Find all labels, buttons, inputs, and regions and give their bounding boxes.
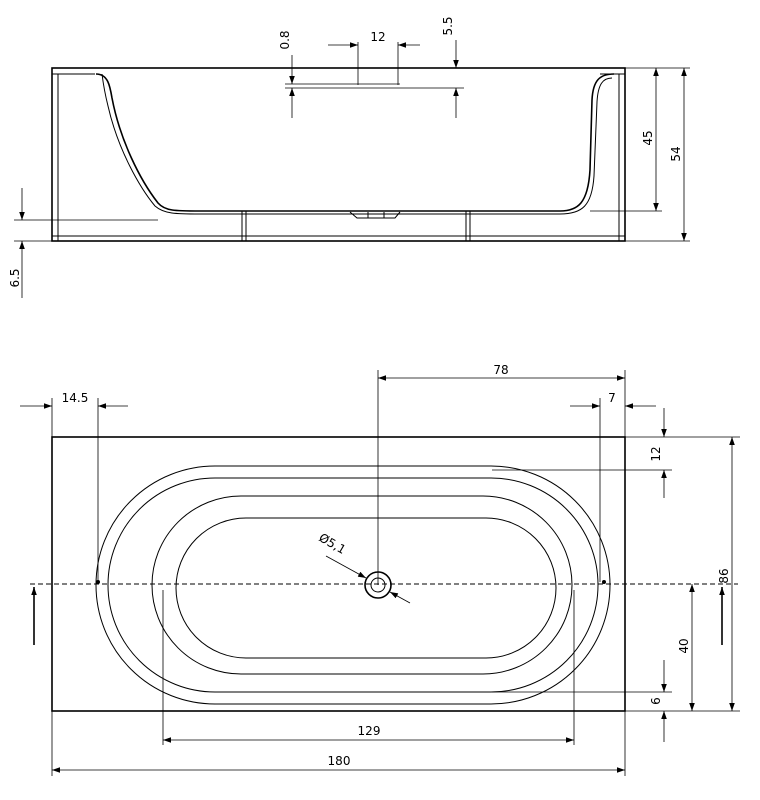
dim-rim-thickness: 0.8 (278, 30, 292, 49)
dim-inner-depth: 45 (641, 130, 655, 145)
dim-rim-width: 12 (649, 446, 663, 461)
rim-outer (95, 465, 611, 705)
dim-drain-diameter: Ø5,1 (317, 530, 349, 556)
drain-outlet (349, 211, 401, 219)
rim-inner (107, 477, 599, 693)
top-view: Ø5,1 78 14.5 7 12 86 40 (20, 363, 740, 776)
dim-total-height: 54 (669, 146, 683, 161)
dim-foot-height: 6.5 (8, 268, 22, 287)
side-outline (51, 67, 626, 242)
dim-drain-offset: 78 (493, 363, 508, 377)
dim-drain-width: 12 (370, 30, 385, 44)
dim-half-width: 40 (677, 638, 691, 653)
basin-inner-profile (95, 73, 615, 212)
dim-bottom-rim: 6 (649, 697, 663, 705)
dim-total-length: 180 (328, 754, 351, 768)
basin-outer-profile (101, 73, 613, 215)
dim-inner-length: 129 (358, 724, 381, 738)
dim-right-margin: 7 (608, 391, 616, 405)
side-view: 12 0.8 5.5 45 54 6.5 (8, 16, 690, 298)
top-outline (51, 436, 626, 712)
basin-edge (151, 495, 573, 675)
dim-rim-offset: 5.5 (441, 16, 455, 35)
basin-floor (175, 517, 557, 659)
dim-end-margin: 14.5 (62, 391, 89, 405)
dim-total-width: 86 (717, 568, 731, 583)
